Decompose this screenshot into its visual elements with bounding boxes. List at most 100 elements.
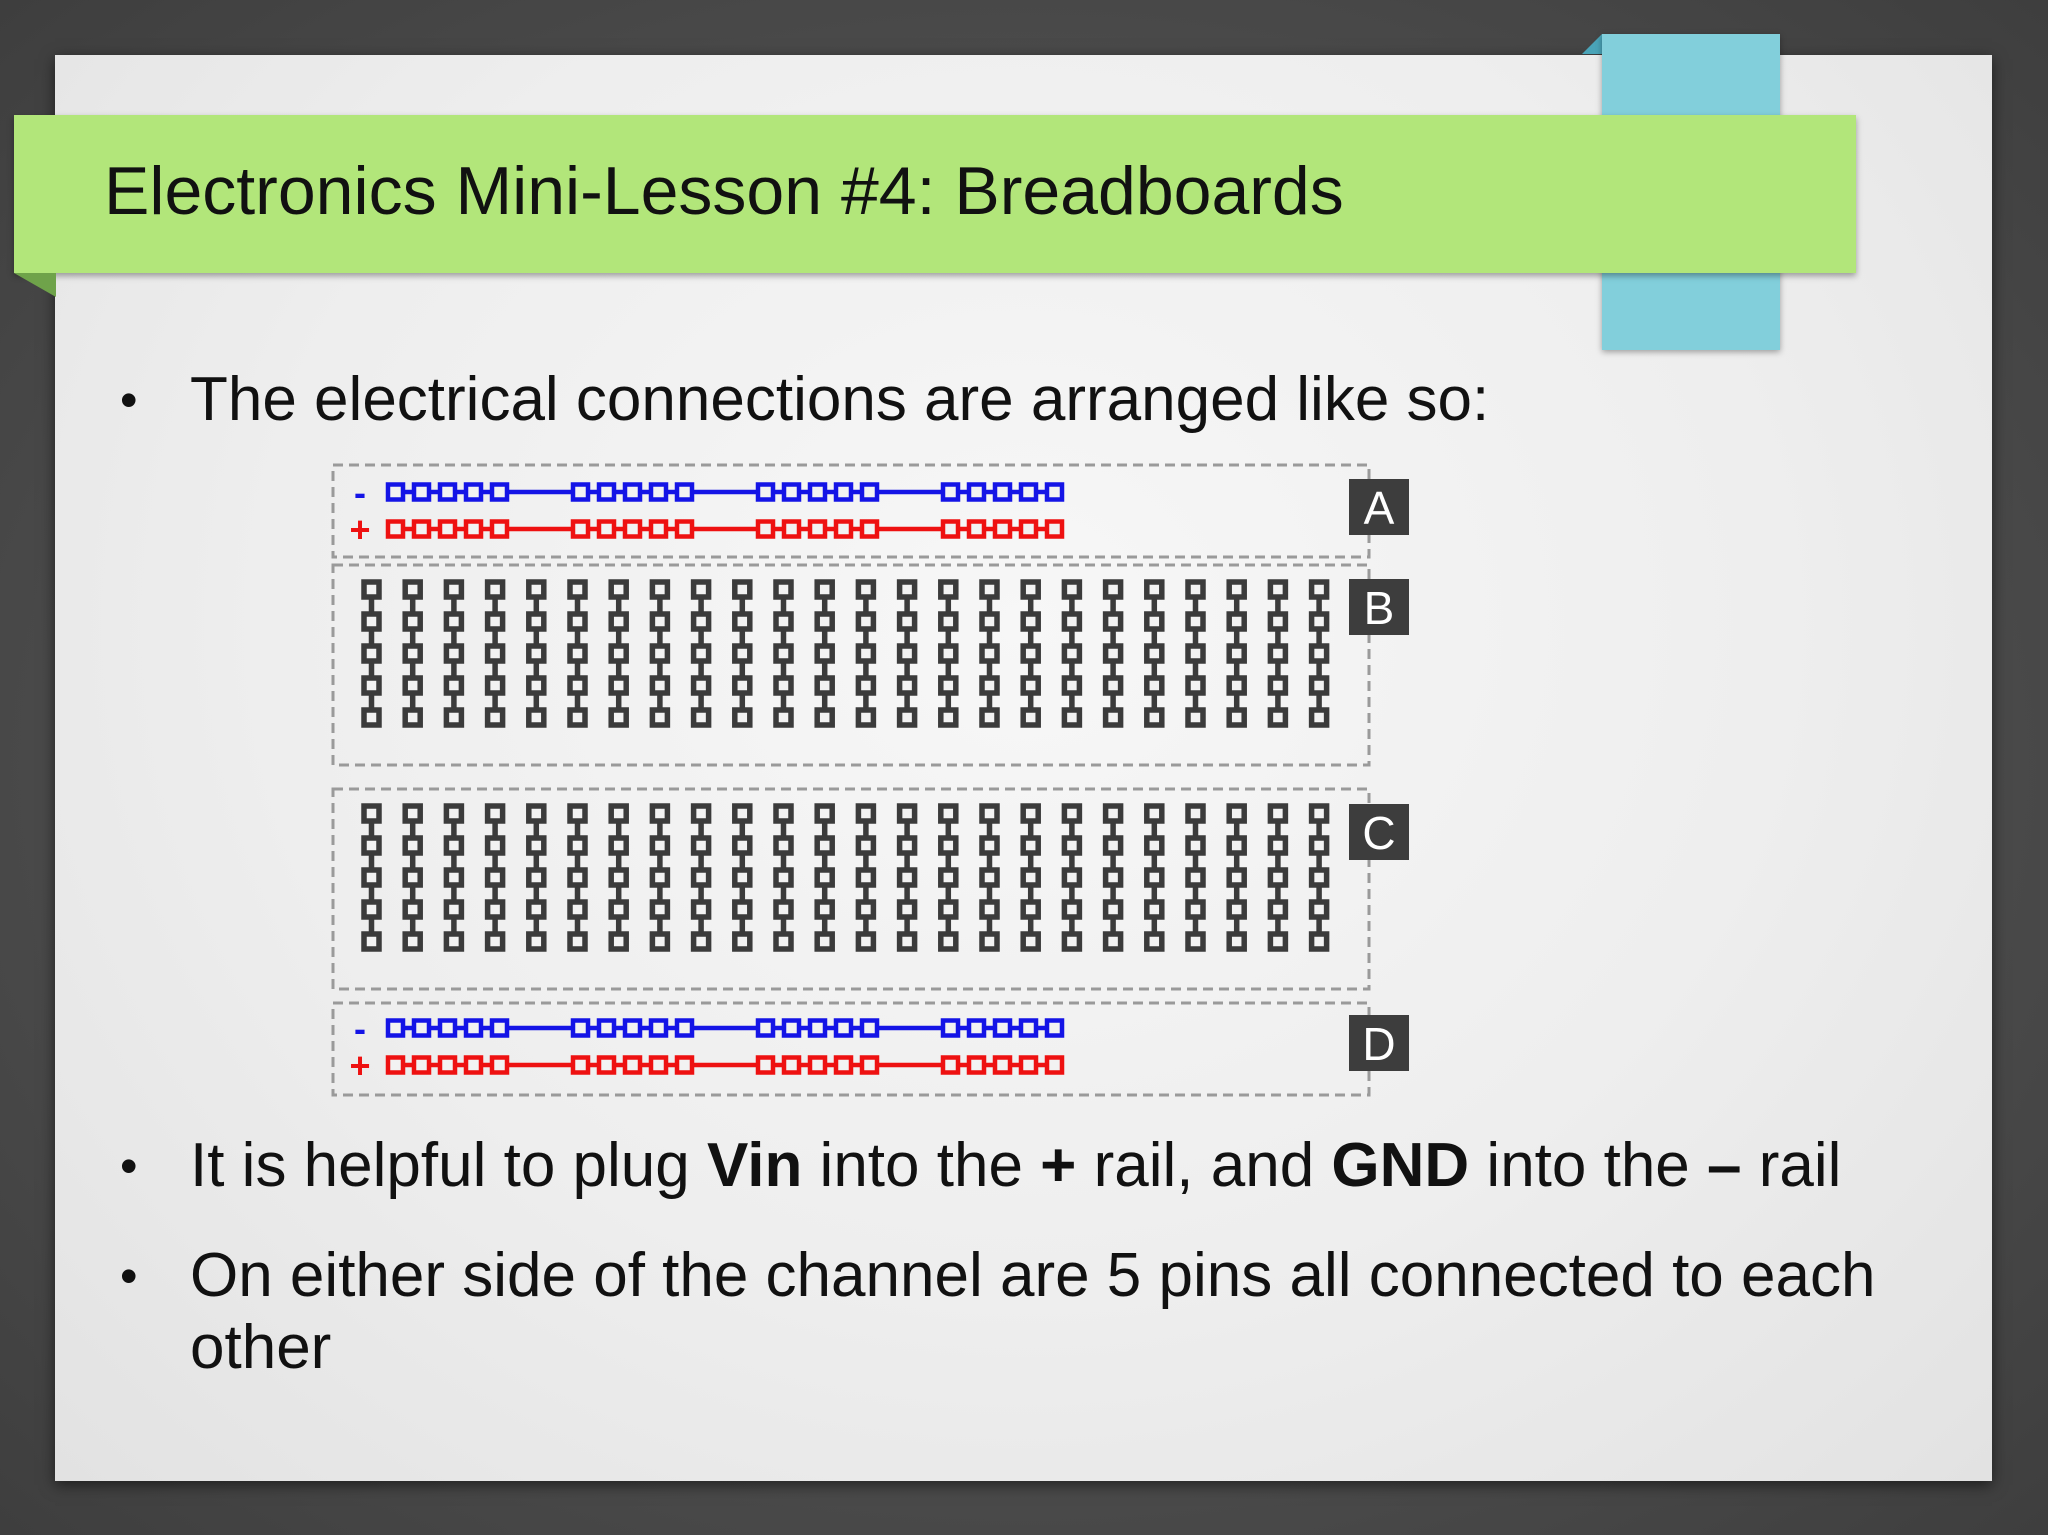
- terminal-column: [1102, 579, 1124, 728]
- terminal-pin: [814, 931, 835, 952]
- terminal-pin: [1185, 803, 1206, 824]
- terminal-pin: [484, 643, 506, 664]
- rail-pin: [755, 519, 776, 539]
- terminal-pin: [1102, 643, 1124, 664]
- terminal-column: [938, 579, 959, 728]
- rail-pin: [463, 519, 484, 539]
- terminal-pin: [1061, 899, 1083, 920]
- terminal-pin: [649, 707, 671, 728]
- accent-fold: [1582, 34, 1602, 54]
- terminal-column: [649, 803, 671, 952]
- terminal-column: [814, 579, 835, 728]
- terminal-pin: [1020, 803, 1041, 824]
- terminal-strip-c: [331, 787, 1371, 991]
- terminal-pin: [361, 803, 382, 824]
- rail-pin: [807, 482, 828, 502]
- rail-pin: [755, 1055, 776, 1075]
- label-box: [1349, 1015, 1409, 1071]
- terminal-column: [484, 579, 506, 728]
- bullet-text-3: On either side of the channel are 5 pins…: [190, 1241, 1876, 1382]
- rail-pin: [859, 1055, 880, 1075]
- terminal-pin: [938, 931, 959, 952]
- rail-pin: [489, 1018, 510, 1038]
- minus-term: –: [1707, 1131, 1742, 1200]
- terminal-pin: [690, 835, 712, 856]
- rail-pin: [1044, 519, 1065, 539]
- text-run: into the: [802, 1131, 1041, 1200]
- rail-pin: [596, 1018, 617, 1038]
- terminal-pin: [1308, 643, 1330, 664]
- terminal-pin: [1267, 643, 1289, 664]
- terminal-pin: [402, 675, 423, 696]
- terminal-pin: [1061, 579, 1083, 600]
- terminal-pin: [1020, 675, 1041, 696]
- label-b: B: [1349, 579, 1409, 635]
- terminal-pin: [896, 643, 918, 664]
- terminal-pin: [1144, 643, 1165, 664]
- terminal-pin: [484, 931, 506, 952]
- terminal-pin: [361, 675, 382, 696]
- terminal-column: [1061, 803, 1083, 952]
- terminal-pin: [402, 707, 423, 728]
- terminal-pin: [402, 803, 423, 824]
- rail-pin: [385, 1018, 406, 1038]
- rail-pin: [596, 1055, 617, 1075]
- terminal-pin: [1185, 579, 1206, 600]
- terminal-pin: [773, 803, 794, 824]
- terminal-pin: [1308, 803, 1330, 824]
- bullet-text-1: The electrical connections are arranged …: [190, 365, 1490, 434]
- rail-pin: [596, 482, 617, 502]
- terminal-column: [979, 579, 1000, 728]
- label-d: D: [1349, 1015, 1409, 1071]
- rail-pin: [570, 519, 591, 539]
- terminal-pin: [526, 675, 547, 696]
- terminal-pin: [690, 579, 712, 600]
- terminal-pin: [608, 611, 629, 632]
- terminal-pin: [1061, 675, 1083, 696]
- terminal-pin: [1226, 803, 1247, 824]
- rail-pin: [596, 519, 617, 539]
- rail-pin: [940, 482, 961, 502]
- terminal-pin: [773, 643, 794, 664]
- rail-pin: [674, 1018, 695, 1038]
- terminal-pin: [1185, 675, 1206, 696]
- terminal-pin: [608, 643, 629, 664]
- terminal-column: [814, 803, 835, 952]
- terminal-pin: [1185, 707, 1206, 728]
- rail-pin: [411, 1055, 432, 1075]
- power-rails-top: -+: [331, 463, 1371, 559]
- rail-pin: [411, 482, 432, 502]
- terminal-pin: [1144, 835, 1165, 856]
- terminal-column: [402, 579, 423, 728]
- rail-pin: [570, 482, 591, 502]
- rail-pin: [411, 1018, 432, 1038]
- terminal-pin: [1267, 931, 1289, 952]
- terminal-pin: [1226, 643, 1247, 664]
- terminal-pin: [855, 707, 877, 728]
- rail-pin: [1018, 1018, 1039, 1038]
- rail-pin: [940, 1018, 961, 1038]
- terminal-column: [1020, 579, 1041, 728]
- label-letter: C: [1362, 807, 1395, 859]
- terminal-column: [1226, 803, 1247, 952]
- terminal-pin: [979, 579, 1000, 600]
- terminal-pin: [1267, 803, 1289, 824]
- terminal-pin: [938, 611, 959, 632]
- terminal-pin: [1144, 931, 1165, 952]
- terminal-pin: [938, 579, 959, 600]
- terminal-pin: [608, 867, 629, 888]
- rail-pin: [648, 1055, 669, 1075]
- terminal-pin: [526, 835, 547, 856]
- terminal-pin: [1102, 931, 1124, 952]
- rail-pin: [859, 519, 880, 539]
- text-run: rail, and: [1076, 1131, 1332, 1200]
- terminal-pin: [1020, 611, 1041, 632]
- plus-sign: +: [349, 1045, 370, 1086]
- terminal-pin: [732, 707, 753, 728]
- rail-pin: [385, 519, 406, 539]
- rail-pin: [622, 519, 643, 539]
- terminal-pin: [896, 867, 918, 888]
- section-border: [331, 1001, 1371, 1097]
- rail-pin: [463, 1018, 484, 1038]
- terminal-pin: [896, 707, 918, 728]
